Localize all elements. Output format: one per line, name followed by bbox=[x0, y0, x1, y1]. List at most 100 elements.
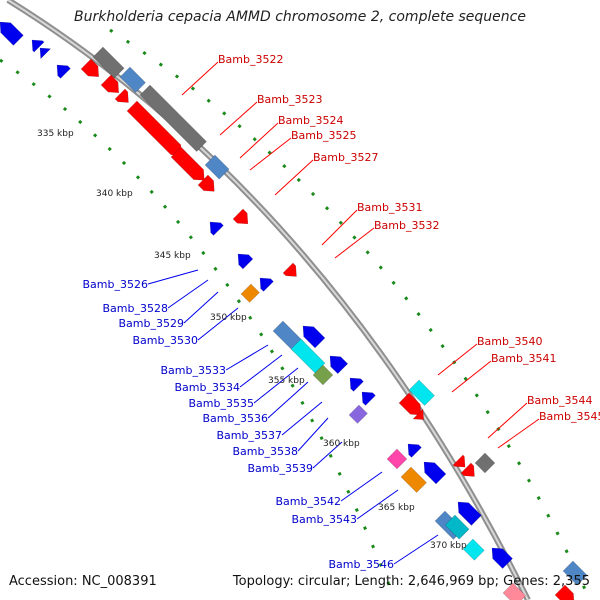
gene-glyph-reverse bbox=[423, 461, 447, 485]
gene-label-reverse[interactable]: Bamb_3543 bbox=[292, 513, 357, 526]
tick-label: 340 kbp bbox=[96, 189, 133, 199]
gene-glyph-fwd bbox=[197, 174, 215, 192]
gene-glyphs bbox=[0, 21, 588, 600]
gene-glyph-reverse bbox=[39, 47, 52, 60]
leader-line-reverse bbox=[197, 307, 239, 341]
gene-label-forward[interactable]: Bamb_3523 bbox=[257, 93, 322, 106]
gene-glyph-fwd bbox=[460, 462, 475, 477]
tick-label: 355 kbp bbox=[268, 376, 305, 386]
leader-line-reverse bbox=[253, 367, 299, 404]
gene-glyph-other bbox=[408, 379, 435, 406]
gene-glyph-fwd bbox=[398, 392, 422, 416]
accession-label: Accession: NC_008391 bbox=[9, 574, 157, 589]
gene-label-forward[interactable]: Bamb_3544 bbox=[527, 394, 592, 407]
gene-glyph-reverse bbox=[329, 355, 349, 375]
gene-label-forward[interactable]: Bamb_3532 bbox=[374, 219, 439, 232]
gene-label-reverse[interactable]: Bamb_3526 bbox=[83, 278, 148, 291]
gene-glyph-reverse bbox=[491, 547, 513, 569]
gene-glyph-other bbox=[139, 84, 207, 152]
gene-glyph-reverse bbox=[407, 443, 422, 458]
leader-line-reverse bbox=[183, 291, 219, 324]
gene-label-reverse[interactable]: Bamb_3536 bbox=[203, 412, 268, 425]
gene-glyph-other bbox=[386, 448, 408, 470]
gene-glyph-reverse bbox=[237, 253, 254, 270]
gene-glyph-fwd bbox=[554, 584, 575, 600]
gene-labels: Bamb_3522Bamb_3523Bamb_3524Bamb_3525Bamb… bbox=[83, 53, 600, 571]
gene-glyph-other bbox=[92, 46, 125, 79]
chromosome-backbone bbox=[6, 0, 531, 600]
gene-label-forward[interactable]: Bamb_3522 bbox=[218, 53, 283, 66]
gene-label-forward[interactable]: Bamb_3545 bbox=[539, 410, 600, 423]
gene-label-forward[interactable]: Bamb_3524 bbox=[278, 114, 343, 127]
gene-glyph-fwd bbox=[114, 88, 129, 103]
gene-label-reverse[interactable]: Bamb_3537 bbox=[217, 429, 282, 442]
gene-glyph-reverse bbox=[361, 391, 376, 406]
leader-line-reverse bbox=[356, 489, 399, 520]
tick-label: 370 kbp bbox=[430, 541, 467, 551]
gene-glyph-fwd bbox=[80, 58, 99, 77]
gene-glyph-other bbox=[119, 66, 146, 93]
leader-line-forward bbox=[181, 61, 219, 96]
gene-glyph-other bbox=[444, 514, 470, 540]
gene-label-forward[interactable]: Bamb_3541 bbox=[491, 352, 556, 365]
gene-glyph-other bbox=[474, 452, 496, 474]
gene-label-reverse[interactable]: Bamb_3542 bbox=[276, 495, 341, 508]
map-title: Burkholderia cepacia AMMD chromosome 2, … bbox=[74, 9, 526, 25]
gene-label-reverse[interactable]: Bamb_3530 bbox=[133, 334, 198, 347]
gene-label-forward[interactable]: Bamb_3525 bbox=[291, 129, 356, 142]
leader-line-forward bbox=[219, 101, 258, 136]
leader-line-forward bbox=[451, 360, 492, 393]
gene-label-reverse[interactable]: Bamb_3539 bbox=[248, 462, 313, 475]
gene-glyph-other bbox=[240, 283, 260, 303]
gene-glyph-fwd bbox=[170, 146, 205, 181]
leader-line-forward bbox=[321, 209, 358, 246]
leader-line-reverse bbox=[340, 471, 383, 502]
gene-glyph-fwd bbox=[452, 454, 466, 468]
outer-dotted-track bbox=[109, 28, 592, 600]
label-leader-lines bbox=[147, 61, 540, 565]
gene-label-reverse[interactable]: Bamb_3533 bbox=[161, 364, 226, 377]
tick-label: 350 kbp bbox=[210, 313, 247, 323]
gene-glyph-reverse bbox=[209, 221, 224, 236]
leader-line-reverse bbox=[147, 269, 199, 285]
gene-glyph-reverse bbox=[302, 325, 326, 349]
gene-glyph-other bbox=[562, 560, 588, 586]
gene-label-reverse[interactable]: Bamb_3546 bbox=[329, 558, 394, 571]
leader-line-forward bbox=[239, 122, 279, 159]
leader-line-reverse bbox=[225, 344, 269, 371]
tick-guides bbox=[0, 28, 592, 600]
gene-glyph-other bbox=[204, 154, 230, 180]
gene-label-reverse[interactable]: Bamb_3529 bbox=[119, 317, 184, 330]
leader-line-forward bbox=[487, 402, 528, 439]
leader-line-reverse bbox=[167, 279, 209, 309]
tick-label: 335 kbp bbox=[37, 129, 74, 139]
leader-line-forward bbox=[249, 137, 292, 171]
gene-label-reverse[interactable]: Bamb_3528 bbox=[103, 302, 168, 315]
gene-glyph-other bbox=[400, 466, 427, 493]
gene-label-forward[interactable]: Bamb_3540 bbox=[477, 335, 542, 348]
leader-line-reverse bbox=[312, 441, 343, 469]
leader-line-reverse bbox=[393, 534, 439, 565]
gene-glyph-fwd bbox=[282, 262, 297, 277]
gene-glyph-fwd bbox=[100, 74, 119, 93]
gene-glyph-fwd bbox=[412, 408, 424, 420]
leader-line-forward bbox=[274, 159, 314, 196]
leader-line-forward bbox=[334, 227, 375, 259]
gene-label-reverse[interactable]: Bamb_3535 bbox=[189, 397, 254, 410]
tick-label: 345 kbp bbox=[154, 251, 191, 261]
topology-label: Topology: circular; Length: 2,646,969 bp… bbox=[232, 574, 590, 589]
gene-label-forward[interactable]: Bamb_3527 bbox=[313, 151, 378, 164]
gene-glyph-reverse bbox=[0, 21, 24, 46]
gene-glyph-reverse bbox=[349, 377, 364, 392]
gene-glyph-other bbox=[312, 364, 334, 386]
tick-label: 360 kbp bbox=[323, 439, 360, 449]
gene-glyph-other bbox=[502, 582, 527, 600]
gene-glyph-reverse bbox=[56, 64, 71, 79]
gene-label-reverse[interactable]: Bamb_3538 bbox=[233, 445, 298, 458]
gene-glyph-fwd bbox=[232, 208, 249, 225]
gene-label-forward[interactable]: Bamb_3531 bbox=[357, 201, 422, 214]
leader-line-reverse bbox=[297, 417, 329, 452]
gene-label-reverse[interactable]: Bamb_3534 bbox=[175, 381, 240, 394]
